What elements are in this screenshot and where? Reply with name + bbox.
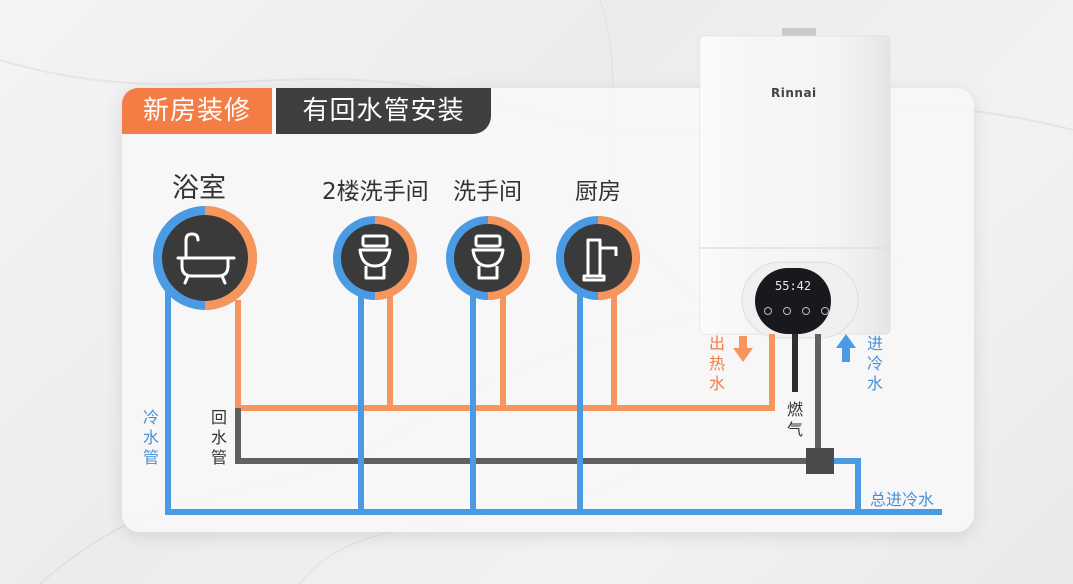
room-label-kitchen: 厨房 bbox=[575, 179, 621, 205]
return-water-pipe-label: 回水管 bbox=[210, 408, 227, 467]
tab-feature: 有回水管安装 bbox=[276, 88, 491, 134]
room-label-bathroom: 浴室 bbox=[172, 173, 226, 204]
cold-water-pipes bbox=[165, 290, 942, 515]
hot-water-pipes bbox=[235, 292, 775, 411]
control-button[interactable] bbox=[821, 307, 830, 315]
gas-label: 燃气 bbox=[786, 400, 803, 439]
cold-in-label: 进冷水 bbox=[866, 334, 883, 393]
toilet-fixture bbox=[446, 216, 530, 300]
hot-out-label: 出热水 bbox=[708, 334, 725, 393]
control-button[interactable] bbox=[802, 307, 811, 315]
water-heater bbox=[699, 28, 891, 339]
hot-out-arrow bbox=[733, 336, 753, 362]
toilet-icon bbox=[358, 234, 392, 280]
cold-in-arrow bbox=[836, 334, 856, 362]
bathtub-icon bbox=[176, 232, 236, 285]
control-panel bbox=[755, 268, 831, 334]
heater-brand: Rinnai bbox=[771, 86, 817, 100]
heater-display: 55:42 bbox=[775, 279, 812, 293]
valve-junction bbox=[806, 448, 834, 474]
cold-water-pipe-label: 冷水管 bbox=[142, 408, 159, 467]
room-label-upstairs-restroom: 2楼洗手间 bbox=[322, 179, 429, 205]
return-water-pipe bbox=[235, 334, 821, 464]
control-buttons bbox=[764, 300, 830, 319]
room-label-restroom: 洗手间 bbox=[453, 179, 522, 205]
main-inlet-label: 总进冷水 bbox=[870, 490, 935, 509]
faucet-icon bbox=[582, 238, 618, 282]
upstairs-toilet-fixture bbox=[333, 216, 417, 300]
toilet-icon bbox=[471, 234, 505, 280]
kitchen-fixture bbox=[556, 216, 640, 300]
tab-scenario: 新房装修 bbox=[122, 88, 272, 134]
control-button[interactable] bbox=[783, 307, 792, 315]
control-button[interactable] bbox=[764, 307, 772, 315]
